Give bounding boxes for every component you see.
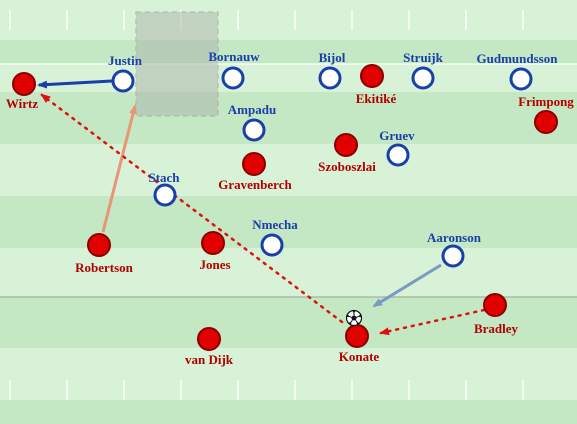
blue-team: Justin Bornauw Bijol Struijk Gudmundsson…	[108, 49, 559, 268]
player-label-justin: Justin	[108, 53, 143, 68]
player-marker-ampadu[interactable]	[242, 118, 266, 142]
player-marker-stach[interactable]	[153, 183, 177, 207]
player-label-bornauw: Bornauw	[208, 49, 260, 64]
player-label-gruev: Gruev	[379, 128, 415, 143]
player-marker-aaronson[interactable]	[441, 244, 465, 268]
player-marker-szoboszlai[interactable]	[334, 133, 358, 157]
player-marker-konate[interactable]	[345, 324, 369, 348]
player-label-aaronson: Aaronson	[427, 230, 482, 245]
player-label-frimpong: Frimpong	[518, 94, 574, 109]
player-label-gravenberch: Gravenberch	[218, 177, 292, 192]
player-marker-gudmundsson[interactable]	[509, 67, 533, 91]
player-marker-wirtz[interactable]	[12, 72, 36, 96]
player-marker-struijk[interactable]	[411, 66, 435, 90]
player-marker-ekitike[interactable]	[360, 64, 384, 88]
player-label-ampadu: Ampadu	[228, 102, 276, 117]
player-label-konate: Konate	[339, 349, 380, 364]
player-marker-frimpong[interactable]	[534, 110, 558, 134]
player-marker-bradley[interactable]	[483, 293, 507, 317]
arrow-aaronson-press	[372, 263, 442, 308]
player-marker-nmecha[interactable]	[260, 233, 284, 257]
player-label-szoboszlai: Szoboszlai	[318, 159, 376, 174]
player-label-struijk: Struijk	[403, 50, 444, 65]
pitch-stripe	[0, 297, 577, 348]
space-zone	[135, 11, 219, 117]
arrow-robertson-run	[101, 104, 137, 233]
player-label-robertson: Robertson	[75, 260, 134, 275]
player-marker-van-dijk[interactable]	[197, 327, 221, 351]
player-label-gudmundsson: Gudmundsson	[477, 51, 559, 66]
player-label-wirtz: Wirtz	[6, 96, 38, 111]
pitch-stripe	[0, 40, 577, 64]
pass-bradley-to-konate	[379, 308, 486, 336]
pitch-stripe	[0, 92, 577, 144]
player-marker-bornauw[interactable]	[221, 66, 245, 90]
player-marker-bijol[interactable]	[318, 66, 342, 90]
player-marker-justin[interactable]	[111, 69, 135, 93]
player-marker-jones[interactable]	[201, 231, 225, 255]
pitch-stripe	[0, 0, 577, 40]
football-icon	[345, 309, 363, 327]
pitch-stripe	[0, 64, 577, 92]
player-label-bradley: Bradley	[474, 321, 519, 336]
player-label-van-dijk: van Dijk	[185, 352, 234, 367]
player-label-nmecha: Nmecha	[252, 217, 298, 232]
player-label-ekitike: Ekitiké	[356, 91, 397, 106]
pitch-stripe	[0, 144, 577, 196]
player-marker-gravenberch[interactable]	[242, 152, 266, 176]
player-label-jones: Jones	[199, 257, 230, 272]
pass-konate-to-wirtz	[40, 93, 344, 324]
pitch-stripe	[0, 400, 577, 424]
player-marker-gruev[interactable]	[386, 143, 410, 167]
red-team: Wirtz Ekitiké Frimpong Szoboszlai Graven…	[6, 64, 574, 367]
pitch-tick-marks	[9, 10, 524, 400]
arrow-justin-to-wirtz	[37, 79, 113, 89]
player-marker-robertson[interactable]	[87, 233, 111, 257]
pitch-stripe	[0, 348, 577, 400]
player-label-stach: Stach	[148, 170, 180, 185]
player-label-bijol: Bijol	[319, 50, 346, 65]
